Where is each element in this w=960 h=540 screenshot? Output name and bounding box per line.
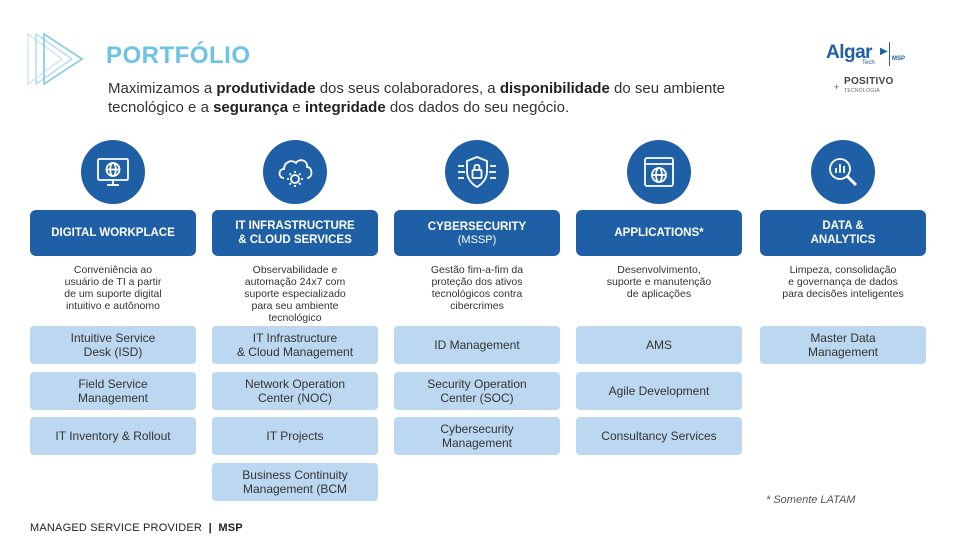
column-description: Observabilidade e automação 24x7 com sup… bbox=[244, 264, 346, 324]
brand-logo: Algar ▶ Tech MSP + POSITIVO TECNOLOGIA bbox=[826, 40, 916, 100]
brand-separator bbox=[889, 42, 890, 66]
column-description: Conveniência ao usuário de TI a partir d… bbox=[64, 264, 162, 312]
subtitle-text: e bbox=[288, 99, 305, 116]
footer-tag: MSP bbox=[218, 522, 243, 534]
footer: MANAGED SERVICE PROVIDER | MSP bbox=[30, 522, 243, 534]
service-item[interactable]: Agile Development bbox=[576, 372, 742, 410]
cloud-gear-icon bbox=[263, 140, 327, 204]
brand-tech: Tech bbox=[862, 60, 875, 66]
service-item[interactable]: AMS bbox=[576, 326, 742, 364]
column-header[interactable]: DIGITAL WORKPLACE bbox=[30, 210, 196, 256]
brand-algar: Algar bbox=[826, 42, 873, 63]
monitor-globe-icon bbox=[81, 140, 145, 204]
footer-separator: | bbox=[208, 522, 212, 534]
column-title: IT INFRASTRUCTURE & CLOUD SERVICES bbox=[235, 220, 355, 246]
browser-globe-icon bbox=[627, 140, 691, 204]
footnote: * Somente LATAM bbox=[766, 494, 856, 506]
column-description: Limpeza, consolidação e governança de da… bbox=[782, 264, 904, 300]
service-item[interactable]: Security Operation Center (SOC) bbox=[394, 372, 560, 410]
subtitle-keyword: integridade bbox=[304, 99, 386, 116]
subtitle-keyword: disponibilidade bbox=[499, 80, 610, 97]
column-subtitle: (MSSP) bbox=[457, 233, 497, 246]
service-item[interactable]: Cybersecurity Management bbox=[394, 417, 560, 455]
service-item[interactable]: Consultancy Services bbox=[576, 417, 742, 455]
service-item[interactable]: Business Continuity Management (BCM bbox=[212, 463, 378, 501]
service-item[interactable]: Master Data Management bbox=[760, 326, 926, 364]
service-item[interactable]: IT Projects bbox=[212, 417, 378, 455]
brand-arrow-icon: ▶ bbox=[880, 46, 888, 57]
service-item[interactable]: IT Infrastructure & Cloud Management bbox=[212, 326, 378, 364]
column-header[interactable]: IT INFRASTRUCTURE & CLOUD SERVICES bbox=[212, 210, 378, 256]
service-item[interactable]: Field Service Management bbox=[30, 372, 196, 410]
magnifier-chart-icon bbox=[811, 140, 875, 204]
brand-tecnologia: TECNOLOGIA bbox=[844, 88, 880, 94]
brand-msp: MSP bbox=[892, 56, 906, 62]
column-title: DIGITAL WORKPLACE bbox=[51, 227, 175, 239]
service-item[interactable]: Network Operation Center (NOC) bbox=[212, 372, 378, 410]
column-title: APPLICATIONS* bbox=[614, 227, 704, 239]
column-header[interactable]: CYBERSECURITY (MSSP) bbox=[394, 210, 560, 256]
shield-lock-icon bbox=[445, 140, 509, 204]
subtitle-text: do seu ambiente tecnológico e a bbox=[108, 80, 725, 116]
service-item[interactable]: ID Management bbox=[394, 326, 560, 364]
column-description: Gestão fim-a-fim da proteção dos ativos … bbox=[430, 264, 524, 312]
page-title: PORTFÓLIO bbox=[106, 42, 251, 69]
brand-plus: + bbox=[834, 82, 840, 92]
column-title: CYBERSECURITY bbox=[427, 220, 527, 233]
service-item[interactable]: Intuitive Service Desk (ISD) bbox=[30, 326, 196, 364]
brand-positivo: POSITIVO bbox=[844, 76, 894, 87]
service-item[interactable]: IT Inventory & Rollout bbox=[30, 417, 196, 455]
play-outline-logo-icon bbox=[27, 32, 84, 86]
subtitle-keyword: segurança bbox=[213, 99, 289, 116]
subtitle-keyword: produtividade bbox=[216, 80, 316, 97]
column-title: DATA & ANALYTICS bbox=[810, 220, 876, 246]
column-header[interactable]: DATA & ANALYTICS bbox=[760, 210, 926, 256]
column-description: Desenvolvimento, suporte e manutenção de… bbox=[606, 264, 712, 300]
subtitle-text: Maximizamos a bbox=[108, 80, 217, 97]
subtitle-text: dos dados do seu negócio. bbox=[385, 99, 570, 116]
column-header[interactable]: APPLICATIONS* bbox=[576, 210, 742, 256]
footer-label: MANAGED SERVICE PROVIDER bbox=[30, 522, 203, 534]
subtitle-text: dos seus colaboradores, a bbox=[315, 80, 500, 97]
page-subtitle: Maximizamos a produtividade dos seus col… bbox=[108, 79, 758, 117]
